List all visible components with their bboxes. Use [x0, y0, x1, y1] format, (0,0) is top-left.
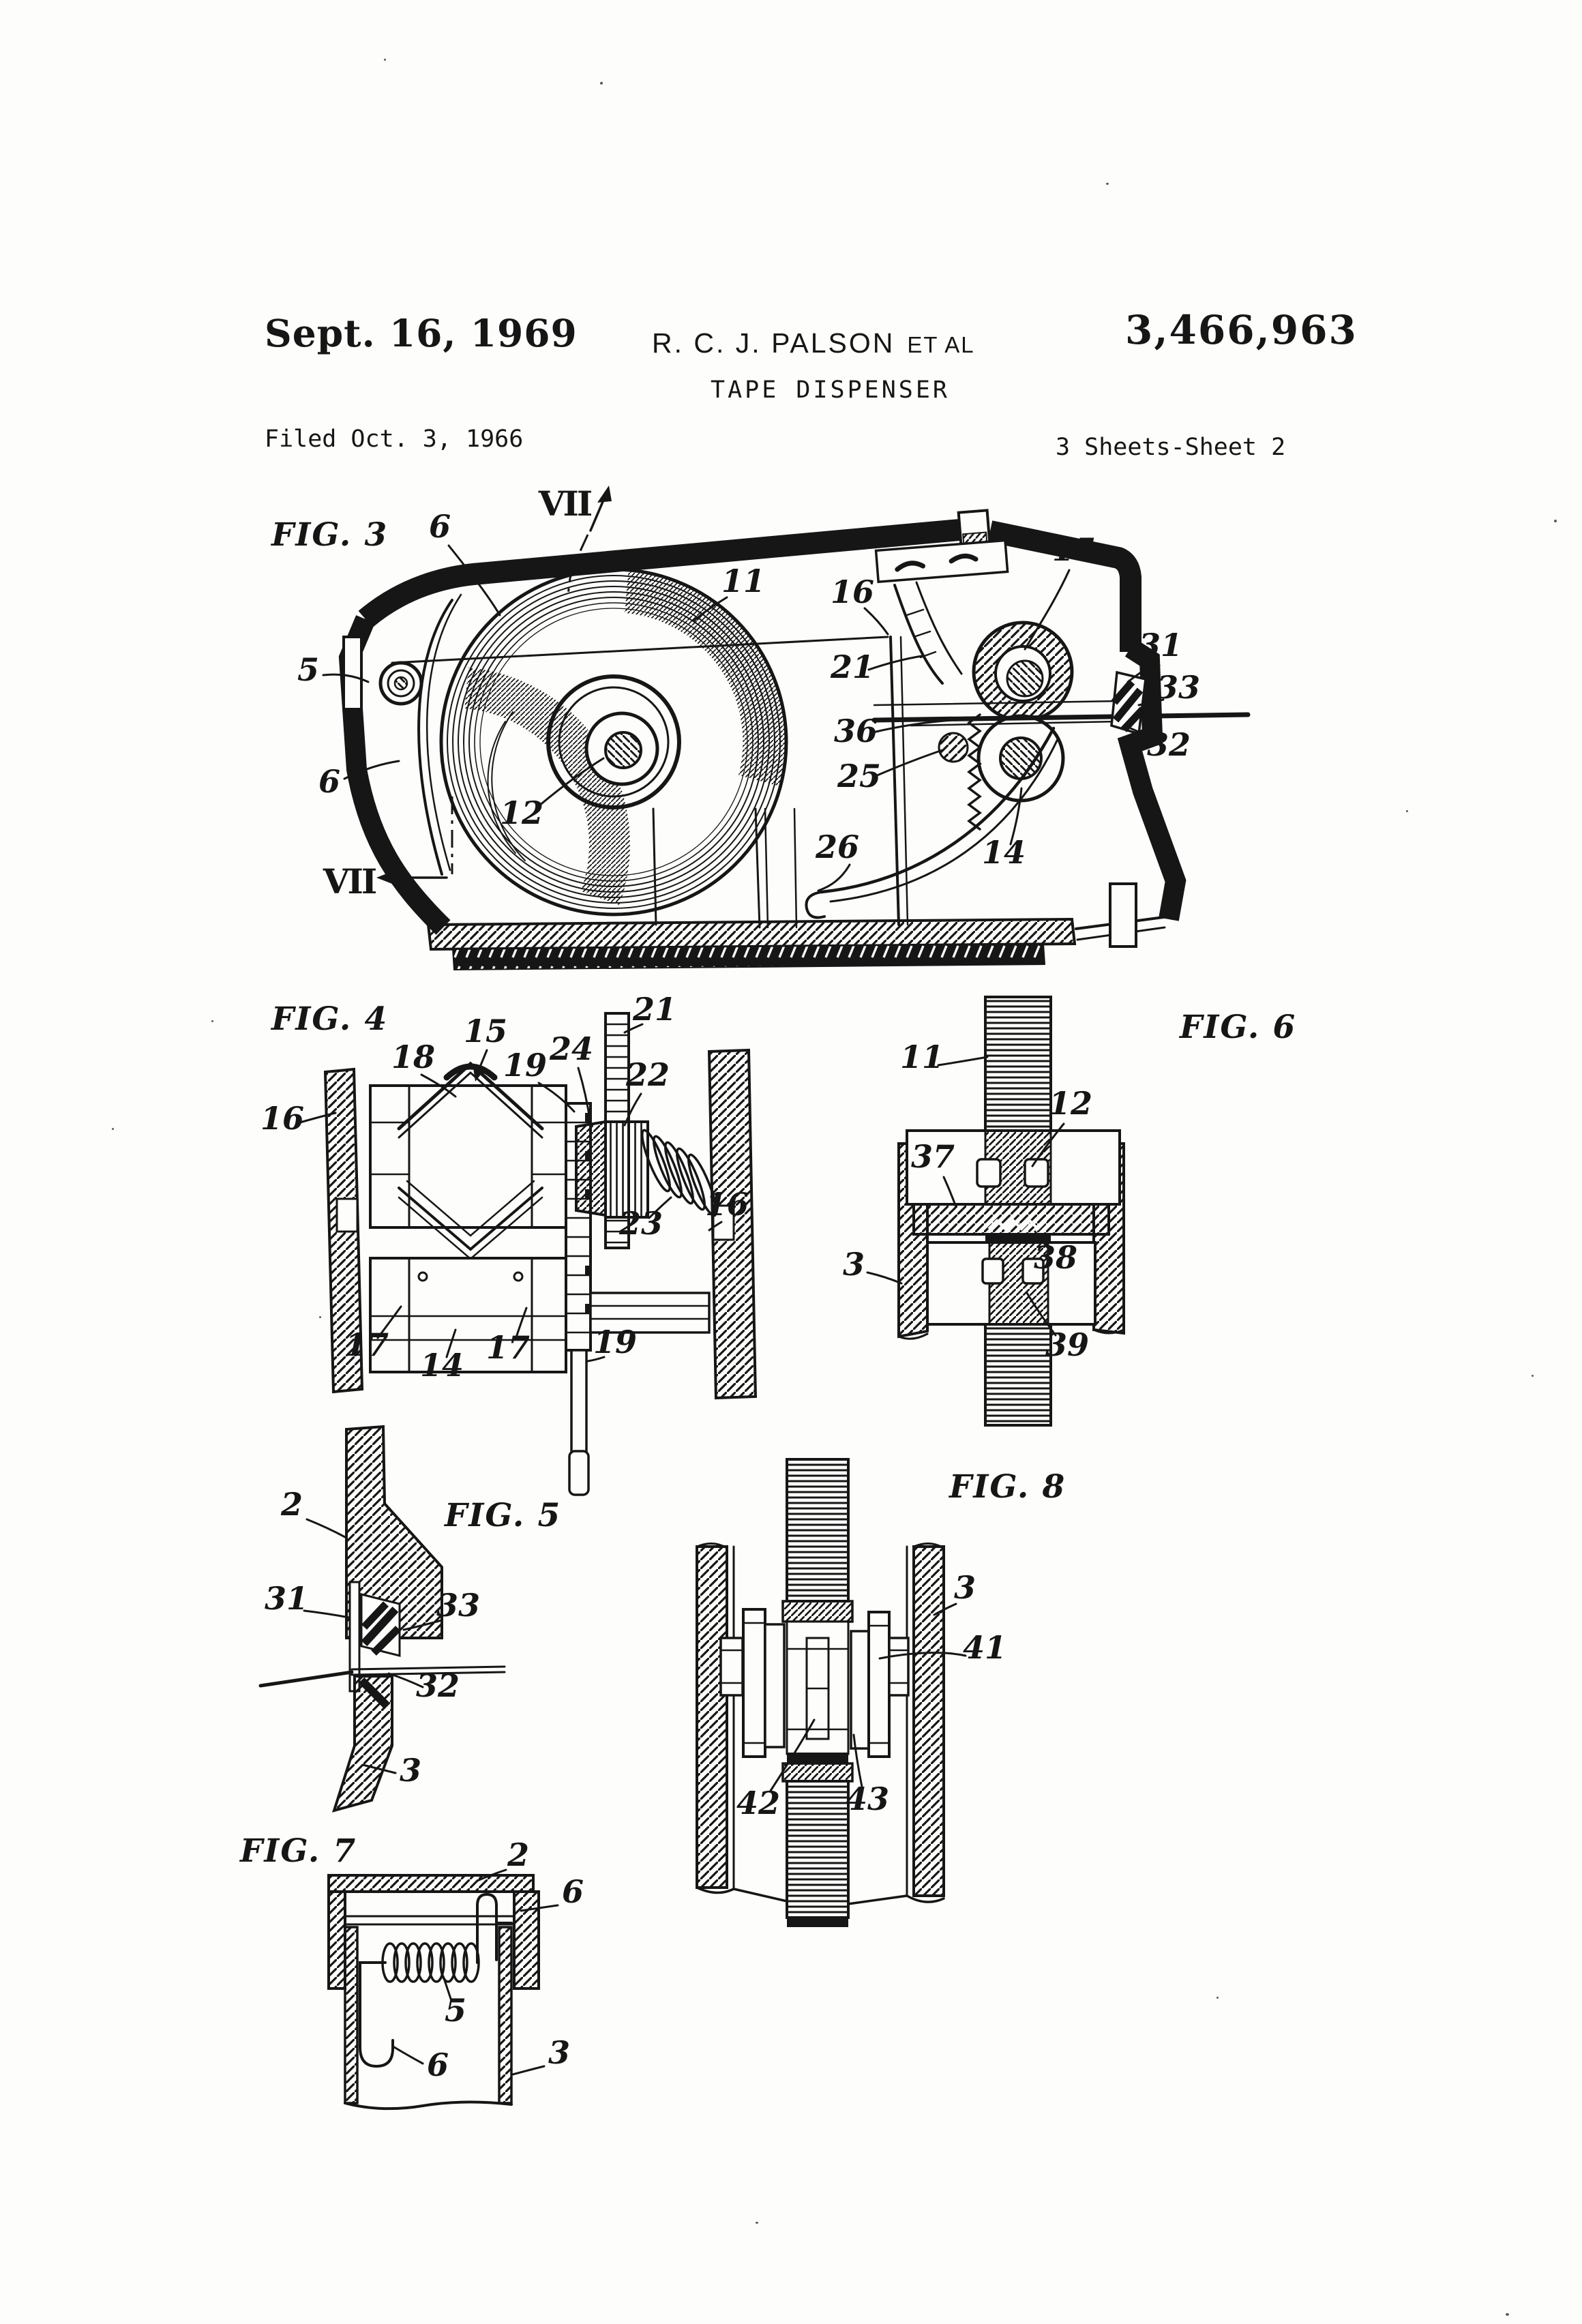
fig5-label: FIG. 5 [443, 1497, 561, 1534]
scan-speck [384, 59, 386, 61]
fig4-annotations: FIG. 4 16 18 15 19 24 21 22 16 23 17 14 … [260, 991, 749, 1384]
callout-21: 21 [830, 649, 874, 685]
callout-3-fig6: 3 [843, 1246, 865, 1283]
fig3-annotations: FIG. 3 VII VII 6 5 6 12 11 16 15 21 [270, 483, 1200, 902]
callout-15-fig4: 15 [464, 1013, 507, 1049]
fig8-structure [696, 1458, 945, 1927]
callout-16: 16 [831, 573, 874, 610]
fig5-annotations: FIG. 5 2 31 33 32 3 [265, 1486, 561, 1789]
fig7-annotations: FIG. 7 2 6 5 6 3 [239, 1832, 584, 2083]
scan-speck [756, 2222, 758, 2224]
scan-speck [112, 1128, 114, 1130]
tape-roll [439, 567, 788, 917]
et-al: ET AL [907, 332, 975, 357]
fig5-drawing: FIG. 5 2 31 33 32 3 [258, 1425, 560, 1813]
fig4-drawing: FIG. 4 16 18 15 19 24 21 22 16 23 17 14 … [260, 991, 758, 1496]
callout-18: 18 [391, 1039, 435, 1075]
fig7-label: FIG. 7 [239, 1832, 357, 1870]
scan-speck [1217, 1997, 1219, 1999]
fig8-drawing: FIG. 8 3 41 42 43 [696, 1458, 1066, 1927]
fig8-annotations: FIG. 8 3 41 42 43 [736, 1468, 1066, 1821]
scan-speck [1506, 2313, 1509, 2316]
callout-24: 24 [549, 1030, 593, 1067]
fig6-drawing: FIG. 6 11 12 37 3 38 39 [843, 996, 1295, 1427]
patent-date: Sept. 16, 1969 [265, 311, 578, 355]
callout-5: 5 [297, 651, 319, 688]
scan-speck [1406, 810, 1408, 812]
callout-31: 31 [1139, 627, 1182, 664]
callout-36: 36 [834, 713, 878, 749]
fig4-label: FIG. 4 [270, 1000, 388, 1038]
callout-14-fig4: 14 [420, 1347, 464, 1384]
scan-speck [1554, 520, 1557, 522]
callout-12-fig6: 12 [1049, 1085, 1092, 1122]
callout-33-fig5: 33 [436, 1587, 480, 1624]
scan-speck [211, 1020, 213, 1022]
callout-16l: 16 [260, 1100, 304, 1137]
scan-speck [319, 1316, 321, 1318]
fig6-annotations: FIG. 6 11 12 37 3 38 39 [843, 1009, 1296, 1363]
callout-2-fig7: 2 [507, 1836, 529, 1873]
callout-32-fig5: 32 [416, 1667, 460, 1704]
callout-42: 42 [736, 1785, 780, 1821]
callout-3-fig7: 3 [548, 2034, 570, 2071]
callout-19a: 19 [503, 1047, 547, 1084]
callout-32: 32 [1147, 726, 1191, 763]
fig8-label: FIG. 8 [948, 1468, 1066, 1506]
fig5-structure [258, 1425, 506, 1813]
callout-5-fig7: 5 [445, 1992, 466, 2029]
callout-12: 12 [500, 794, 543, 831]
spring-coil [381, 1942, 480, 1983]
scan-speck [1532, 1375, 1534, 1377]
callout-26: 26 [815, 829, 859, 865]
patent-title: TAPE DISPENSER [711, 376, 951, 404]
patent-number: 3,466,963 [1125, 307, 1358, 353]
callout-11: 11 [721, 563, 765, 599]
fig3-section-marker-top: VII [538, 483, 592, 524]
callout-43: 43 [846, 1781, 889, 1817]
callout-6a: 6 [429, 508, 451, 545]
callout-6b-fig7: 6 [427, 2046, 449, 2083]
callout-22: 22 [625, 1056, 670, 1093]
exit-nozzle [1110, 655, 1161, 736]
callout-19b: 19 [593, 1324, 637, 1360]
callout-6b: 6 [318, 763, 340, 800]
inventor-name: R. C. J. PALSON [652, 327, 895, 359]
filed-date: Filed Oct. 3, 1966 [265, 426, 524, 453]
inventor-line: R. C. J. PALSON ET AL [652, 327, 975, 359]
callout-25: 25 [837, 758, 881, 794]
fig3-section-marker-bottom: VII [323, 861, 376, 902]
callout-6a-fig7: 6 [562, 1873, 584, 1910]
tape-path [871, 700, 1251, 727]
scan-speck [1106, 183, 1109, 185]
callout-38: 38 [1034, 1239, 1077, 1276]
callout-41: 41 [963, 1629, 1006, 1666]
fig4-structure [323, 1012, 758, 1496]
fig7-structure [327, 1874, 540, 2111]
feed-rollers [805, 621, 1074, 919]
callout-14: 14 [982, 834, 1026, 871]
callout-31-fig5: 31 [265, 1580, 308, 1617]
housing-interior [342, 539, 1009, 929]
callout-11-fig6: 11 [900, 1039, 944, 1075]
fig6-label: FIG. 6 [1178, 1009, 1296, 1046]
callout-37: 37 [911, 1138, 955, 1175]
fig3-label: FIG. 3 [270, 516, 388, 554]
fig7-drawing: FIG. 7 2 6 5 6 3 [239, 1832, 584, 2111]
sheet-info: 3 Sheets-Sheet 2 [1056, 434, 1286, 461]
callout-3-fig8: 3 [954, 1569, 976, 1606]
callout-2-fig5: 2 [280, 1486, 303, 1523]
fig6-structure [897, 996, 1125, 1427]
callout-3-fig5: 3 [400, 1752, 421, 1789]
fig3-drawing: FIG. 3 VII VII 6 5 6 12 11 16 15 21 [270, 483, 1251, 971]
housing-shell [338, 509, 1186, 971]
callout-21-fig4: 21 [632, 991, 676, 1028]
callout-15: 15 [1052, 531, 1096, 568]
callout-17b: 17 [486, 1329, 530, 1366]
callout-16r: 16 [705, 1186, 749, 1223]
scan-speck [600, 82, 603, 85]
